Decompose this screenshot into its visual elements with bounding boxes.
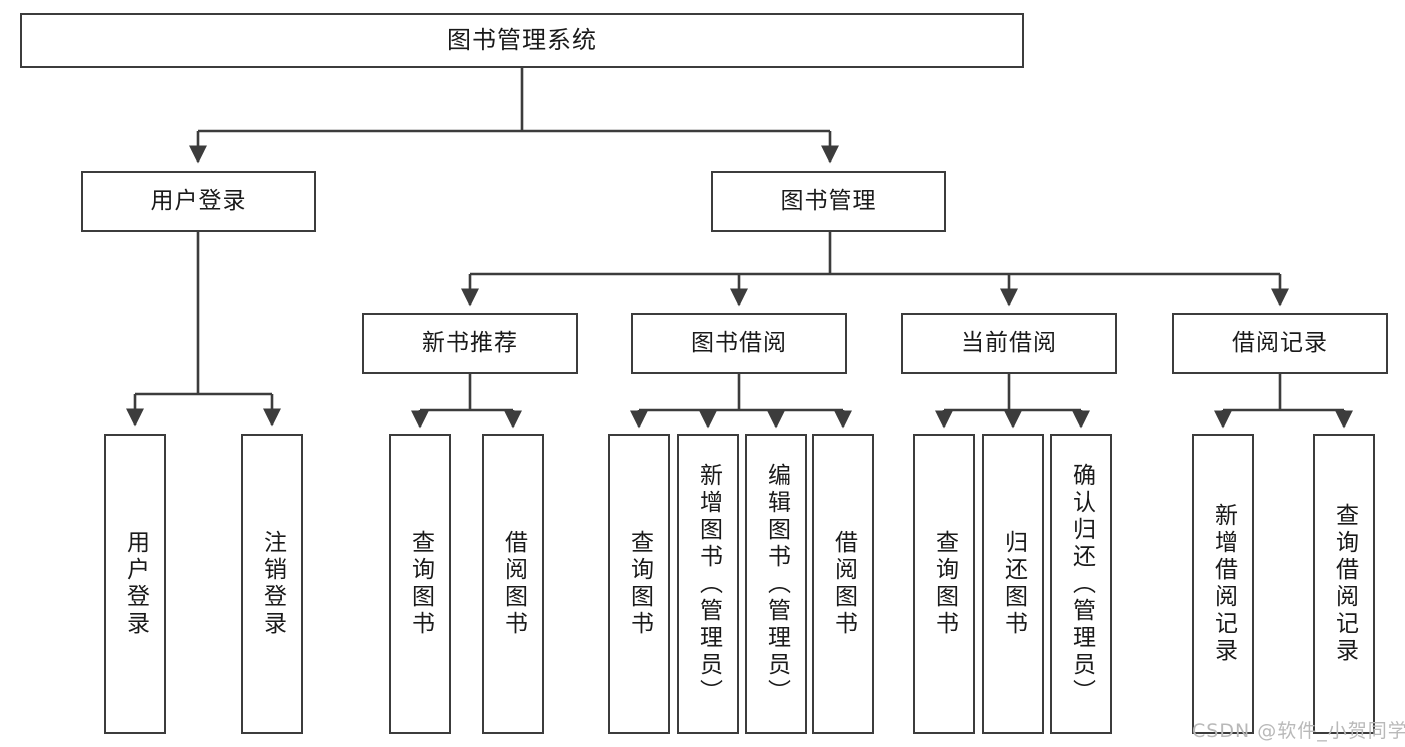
node-leaf-user-login-label: 用户登录 — [122, 530, 149, 638]
node-leaf-add-record-label: 新增借阅记录 — [1210, 503, 1237, 665]
node-leaf-query-book-cur-label: 查询图书 — [931, 530, 958, 638]
node-leaf-user-login[interactable]: 用户登录 — [104, 434, 166, 734]
node-leaf-query-record[interactable]: 查询借阅记录 — [1313, 434, 1375, 734]
node-leaf-query-book-rec[interactable]: 查询图书 — [389, 434, 451, 734]
node-leaf-add-book-label: 新增图书（管理员） — [695, 462, 722, 706]
node-leaf-borrow-book-rec[interactable]: 借阅图书 — [482, 434, 544, 734]
node-leaf-query-record-label: 查询借阅记录 — [1331, 503, 1358, 665]
node-leaf-borrow-book-rec-label: 借阅图书 — [500, 530, 527, 638]
node-leaf-add-book[interactable]: 新增图书（管理员） — [677, 434, 739, 734]
node-current-borrow[interactable]: 当前借阅 — [901, 313, 1117, 374]
node-leaf-query-book[interactable]: 查询图书 — [608, 434, 670, 734]
node-leaf-return-book[interactable]: 归还图书 — [982, 434, 1044, 734]
node-book-manage[interactable]: 图书管理 — [711, 171, 946, 232]
node-leaf-edit-book-label: 编辑图书（管理员） — [763, 462, 790, 706]
node-book-borrow-label: 图书借阅 — [691, 329, 787, 356]
node-leaf-logout-label: 注销登录 — [259, 530, 286, 638]
watermark-text: CSDN @软件_小贺同学 — [1192, 720, 1405, 742]
node-root[interactable]: 图书管理系统 — [20, 13, 1024, 68]
node-leaf-query-book-label: 查询图书 — [626, 530, 653, 638]
node-book-manage-label: 图书管理 — [780, 187, 877, 214]
node-leaf-edit-book[interactable]: 编辑图书（管理员） — [745, 434, 807, 734]
node-leaf-query-book-rec-label: 查询图书 — [407, 530, 434, 638]
node-user-login-label: 用户登录 — [150, 187, 247, 214]
node-leaf-add-record[interactable]: 新增借阅记录 — [1192, 434, 1254, 734]
node-leaf-borrow-book[interactable]: 借阅图书 — [812, 434, 874, 734]
node-new-book-rec[interactable]: 新书推荐 — [362, 313, 578, 374]
watermark: CSDN @软件_小贺同学 — [1192, 716, 1405, 743]
node-new-book-rec-label: 新书推荐 — [422, 329, 518, 356]
node-leaf-borrow-book-label: 借阅图书 — [830, 530, 857, 638]
node-root-label: 图书管理系统 — [447, 26, 597, 55]
node-book-borrow[interactable]: 图书借阅 — [631, 313, 847, 374]
node-current-borrow-label: 当前借阅 — [961, 329, 1057, 356]
node-leaf-logout[interactable]: 注销登录 — [241, 434, 303, 734]
node-leaf-confirm-return-label: 确认归还（管理员） — [1068, 462, 1095, 706]
node-borrow-record[interactable]: 借阅记录 — [1172, 313, 1388, 374]
node-user-login[interactable]: 用户登录 — [81, 171, 316, 232]
node-borrow-record-label: 借阅记录 — [1232, 329, 1328, 356]
node-leaf-return-book-label: 归还图书 — [1000, 530, 1027, 638]
node-leaf-confirm-return[interactable]: 确认归还（管理员） — [1050, 434, 1112, 734]
node-leaf-query-book-cur[interactable]: 查询图书 — [913, 434, 975, 734]
